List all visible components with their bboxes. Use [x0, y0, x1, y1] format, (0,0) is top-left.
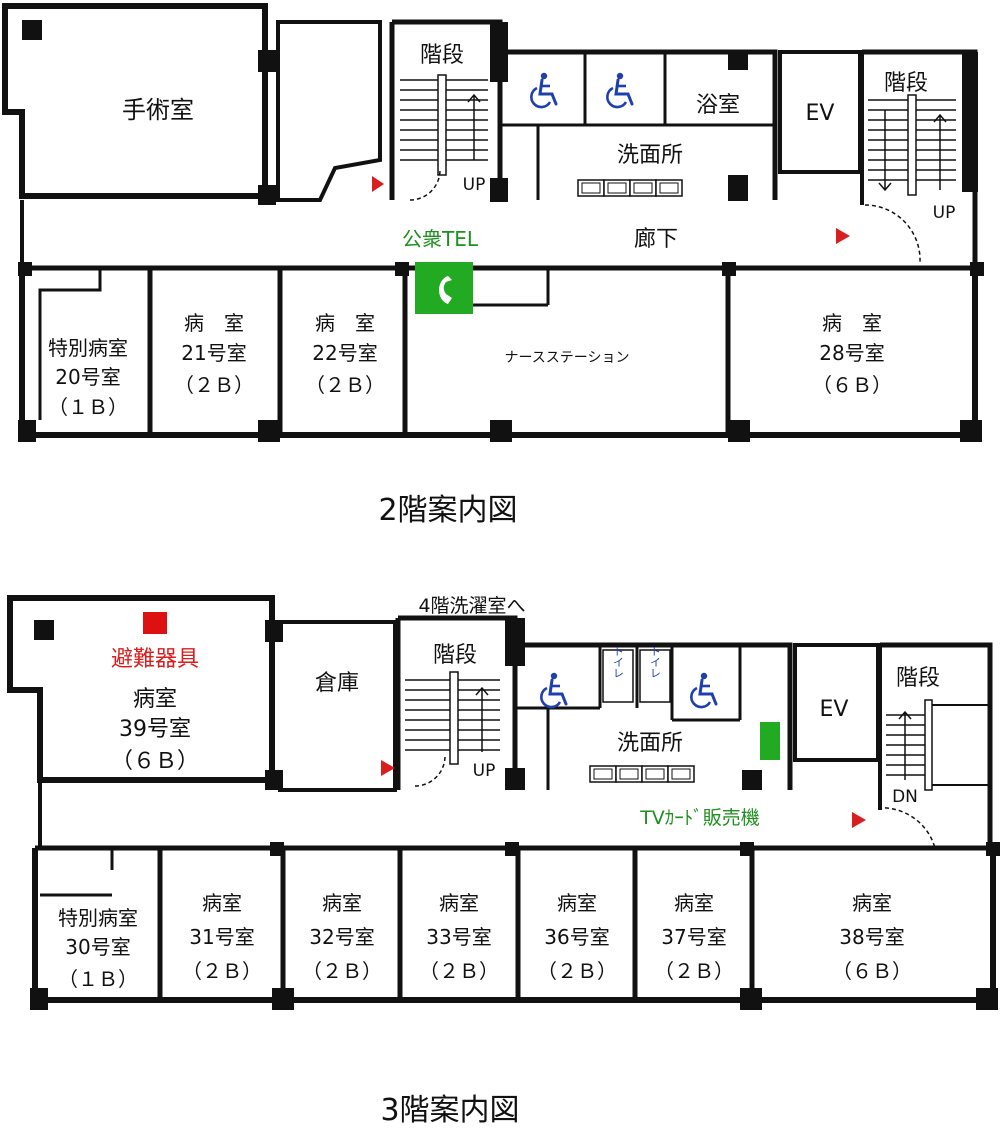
svg-text:（６Ｂ）: （６Ｂ） [812, 373, 892, 397]
svg-text:病室: 病室 [557, 891, 597, 915]
wheelchair-icon [539, 671, 568, 709]
to-laundry-label: 4階洗濯室へ [418, 595, 525, 617]
svg-text:病 室: 病 室 [822, 311, 882, 335]
room-32: 病室 32号室 （２Ｂ） [302, 891, 382, 983]
svg-text:病室: 病室 [852, 891, 892, 915]
svg-text:（６Ｂ）: （６Ｂ） [111, 749, 199, 774]
stairs-label: 階段 [896, 666, 940, 691]
svg-text:病室: 病室 [202, 891, 242, 915]
wheelchair-icon [529, 71, 558, 109]
svg-text:（１Ｂ）: （１Ｂ） [48, 395, 128, 419]
washroom-label: 洗面所 [617, 731, 683, 756]
svg-text:21号室: 21号室 [181, 341, 246, 365]
svg-text:（２Ｂ）: （２Ｂ） [419, 959, 499, 983]
bath-label: 浴室 [696, 93, 740, 118]
svg-text:20号室: 20号室 [55, 365, 120, 389]
floor2-caption: 2階案内図 [378, 493, 517, 528]
svg-text:病室: 病室 [439, 891, 479, 915]
svg-text:33号室: 33号室 [426, 925, 491, 949]
toilet-label: トイレ [612, 646, 625, 679]
svg-text:39号室: 39号室 [119, 717, 191, 742]
ev-label: EV [820, 697, 849, 722]
up-label: UP [463, 175, 486, 195]
room-28: 病 室 28号室 （６Ｂ） [812, 311, 892, 397]
floor3-plan [7, 595, 1000, 1010]
tv-card-label: TVｶｰﾄﾞ販売機 [639, 807, 760, 829]
room-33: 病室 33号室 （２Ｂ） [419, 891, 499, 983]
svg-text:（２Ｂ）: （２Ｂ） [305, 373, 385, 397]
room-36: 病室 36号室 （２Ｂ） [537, 891, 617, 983]
arrow-icon [372, 176, 384, 192]
floor2-plan [2, 3, 984, 442]
surgery-room-label: 手術室 [122, 96, 194, 124]
ev-label: EV [806, 101, 835, 126]
vending-machine-icon [760, 722, 780, 760]
evac-equipment-icon [143, 612, 167, 634]
svg-text:病室: 病室 [674, 891, 714, 915]
evac-label: 避難器具 [111, 647, 199, 672]
wheelchair-icon [689, 671, 718, 709]
svg-text:（２Ｂ）: （２Ｂ） [182, 959, 262, 983]
svg-text:特別病室: 特別病室 [48, 336, 128, 360]
svg-text:（２Ｂ）: （２Ｂ） [174, 373, 254, 397]
svg-text:病 室: 病 室 [315, 311, 375, 335]
stairs-label: 階段 [433, 643, 477, 668]
svg-text:（２Ｂ）: （２Ｂ） [537, 959, 617, 983]
up-label: UP [933, 203, 956, 223]
down-label: DN [892, 787, 918, 807]
corridor-label: 廊下 [634, 227, 678, 252]
room-30: 特別病室 30号室 （１Ｂ） [58, 906, 138, 991]
svg-text:22号室: 22号室 [312, 341, 377, 365]
svg-text:31号室: 31号室 [189, 925, 254, 949]
svg-text:病室: 病室 [133, 687, 177, 712]
svg-text:37号室: 37号室 [661, 925, 726, 949]
svg-text:30号室: 30号室 [65, 935, 130, 959]
storage-label: 倉庫 [315, 671, 359, 696]
svg-text:（２Ｂ）: （２Ｂ） [302, 959, 382, 983]
nurse-station-label: ナースステーション [504, 350, 629, 366]
floor3-caption: 3階案内図 [380, 1093, 519, 1128]
up-label: UP [473, 761, 496, 781]
room-31: 病室 31号室 （２Ｂ） [182, 891, 262, 983]
room-39: 病室 39号室 （６Ｂ） [111, 687, 199, 774]
svg-text:特別病室: 特別病室 [58, 906, 138, 930]
svg-text:（２Ｂ）: （２Ｂ） [654, 959, 734, 983]
room-37: 病室 37号室 （２Ｂ） [654, 891, 734, 983]
svg-text:36号室: 36号室 [544, 925, 609, 949]
room-21: 病 室 21号室 （２Ｂ） [174, 311, 254, 397]
wheelchair-icon [605, 71, 634, 109]
phone-icon [415, 262, 473, 314]
arrow-icon [836, 228, 850, 244]
public-tel-label: 公衆TEL [402, 227, 479, 251]
stairs-label: 階段 [420, 43, 464, 68]
svg-text:病 室: 病 室 [184, 311, 244, 335]
toilet-label: トイレ [649, 646, 662, 679]
arrow-icon [381, 760, 395, 776]
svg-text:32号室: 32号室 [309, 925, 374, 949]
arrow-icon [852, 812, 866, 828]
svg-text:（６Ｂ）: （６Ｂ） [832, 959, 912, 983]
room-38: 病室 38号室 （６Ｂ） [832, 891, 912, 983]
room-22: 病 室 22号室 （２Ｂ） [305, 311, 385, 397]
svg-text:病室: 病室 [322, 891, 362, 915]
svg-text:（１Ｂ）: （１Ｂ） [58, 967, 138, 991]
svg-text:38号室: 38号室 [839, 925, 904, 949]
washroom-label: 洗面所 [617, 143, 683, 168]
room-20: 特別病室 20号室 （１Ｂ） [48, 336, 128, 419]
stairs-label: 階段 [884, 71, 928, 96]
svg-text:28号室: 28号室 [819, 341, 884, 365]
